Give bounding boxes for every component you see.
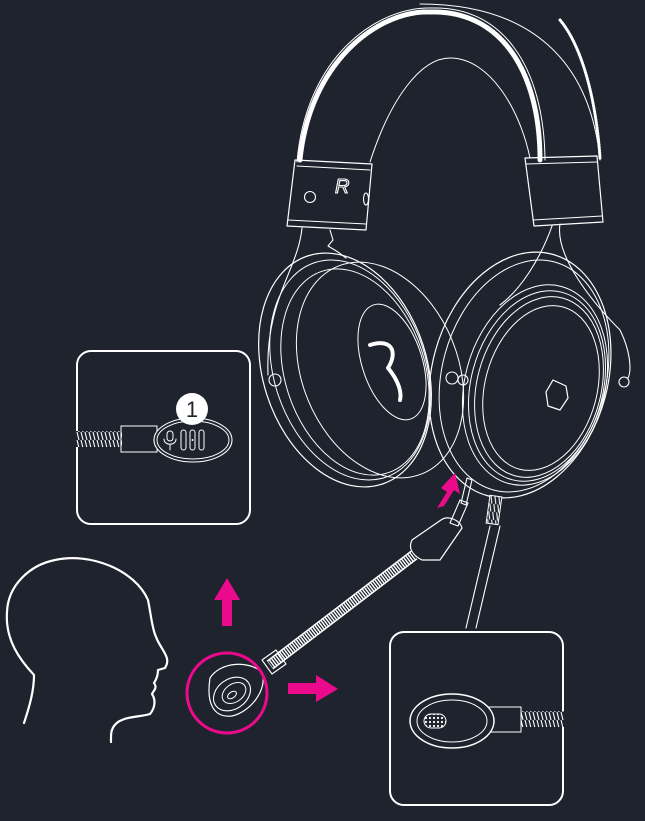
microphone-icon bbox=[163, 430, 177, 451]
callout-badge bbox=[176, 393, 208, 425]
right-slider-block: R bbox=[286, 159, 373, 231]
mic-capsule bbox=[208, 663, 264, 717]
callout-number: 1 bbox=[186, 397, 198, 422]
side-label-r: R bbox=[335, 176, 349, 198]
hexagon-logo-icon bbox=[545, 379, 569, 411]
mic-highlight-circle bbox=[185, 651, 269, 735]
boom-mic-arm bbox=[261, 550, 418, 675]
screw-icon bbox=[303, 190, 317, 204]
left-ear-cup bbox=[428, 251, 612, 499]
inset-mic-capsule bbox=[389, 631, 564, 806]
adjust-right-arrow bbox=[288, 675, 338, 702]
left-slider-block bbox=[524, 155, 604, 227]
mic-mesh-icon bbox=[423, 713, 447, 729]
mute-switch-track-icon bbox=[180, 429, 187, 451]
head-silhouette bbox=[5, 557, 169, 744]
inset-mute-switch: 1 bbox=[76, 350, 251, 525]
headband bbox=[296, 3, 602, 163]
adjust-up-arrow bbox=[214, 578, 240, 626]
mic-jack bbox=[409, 477, 473, 561]
headset-cable bbox=[465, 494, 503, 629]
insert-arrow bbox=[437, 473, 460, 508]
yoke-arms bbox=[267, 223, 631, 388]
right-ear-cup bbox=[258, 252, 465, 488]
